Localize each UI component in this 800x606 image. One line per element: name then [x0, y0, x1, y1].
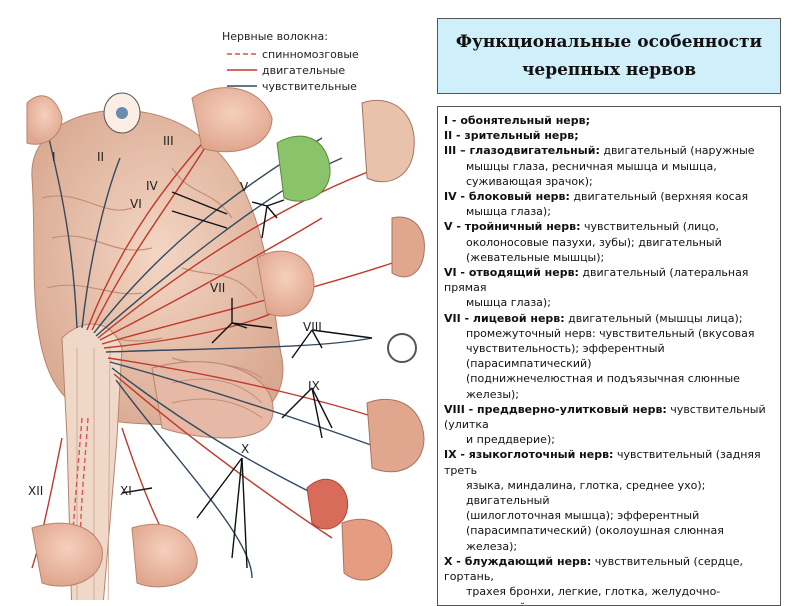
nerve-name: VII - лицевой нерв:	[444, 311, 565, 325]
label-VI: VI	[130, 197, 142, 211]
nerve-name: IV - блоковый нерв:	[444, 190, 570, 204]
label-III: III	[163, 134, 174, 148]
nerve-function-line: околоносовые пазухи, зубы); двигательный	[466, 235, 722, 249]
legend-label-motor: двигательные	[262, 64, 345, 77]
nerve-entry: I - обонятельный нерв;	[444, 113, 776, 128]
nerve-function: двигательный (верхняя косая	[569, 190, 749, 204]
nerve-function: чувствительный (сердце, гортань,	[444, 554, 743, 584]
organ-illustrations	[26, 87, 425, 588]
nerve-name: V - тройничный нерв:	[444, 220, 581, 234]
nerve-function: двигательный (наружные	[599, 144, 755, 158]
nerve-function-line: (поднижнечелюстная и подъязычная слюнные…	[466, 372, 740, 401]
nerve-function-line: (шилоглоточная мышца); эфферентный	[466, 509, 700, 523]
nerve-entry: VI - отводящий нерв: двигательный (латер…	[444, 265, 776, 311]
label-IX: IX	[308, 379, 320, 393]
nerve-entry: VII - лицевой нерв: двигательный (мышцы …	[444, 311, 776, 402]
label-VIII: VIII	[303, 320, 322, 334]
slide-title-line-2: черепных нервов	[521, 60, 697, 80]
nerve-function-line: языка, миндалина, глотка, среднее ухо); …	[466, 478, 706, 508]
nerve-function-line: мышца глаза);	[466, 296, 551, 310]
nerve-entry: II - зрительный нерв;	[444, 128, 776, 143]
nerve-function-line: мышцы глаза, ресничная мышца и мышца,	[466, 159, 717, 173]
nerve-function: двигательный (мышцы лица);	[564, 311, 743, 325]
label-II: II	[97, 150, 104, 164]
label-VII: VII	[210, 281, 225, 295]
nerve-function-line: (парасимпатический) (околоушная слюнная …	[466, 524, 724, 553]
nerve-function-line: трахея бронхи, легкие, глотка, желудочно…	[466, 585, 721, 605]
nerve-function-line: чувствительность); эфферентный (парасимп…	[466, 342, 665, 371]
label-X: X	[241, 442, 249, 456]
nerve-function-line: и преддверие);	[466, 433, 555, 447]
nerve-function-line: промежуточный нерв: чувствительный (вкус…	[466, 326, 755, 340]
nerve-name: X - блуждающий нерв:	[444, 554, 592, 568]
nerve-function: чувствительный (лицо,	[580, 220, 719, 234]
brain-drawing	[31, 109, 284, 600]
label-pointers	[121, 191, 373, 569]
nerve-name: IX - языкоглоточный нерв:	[444, 448, 614, 462]
nerve-function-line: (жевательные мышцы);	[466, 250, 605, 264]
nerve-name: I - обонятельный нерв;	[444, 114, 591, 127]
nerve-function: чувствительный (задняя треть	[444, 448, 761, 477]
slide-title-line-1: Функциональные особенности	[455, 32, 763, 52]
legend-label-sensory: чувствительные	[262, 80, 357, 93]
nerve-entry: X - блуждающий нерв: чувствительный (сер…	[444, 554, 776, 605]
nerve-entry: V - тройничный нерв: чувствительный (лиц…	[444, 219, 776, 265]
nerve-entry: VIII - преддверно-улитковый нерв: чувств…	[444, 402, 776, 448]
label-XI: XI	[120, 484, 132, 498]
label-V: V	[240, 180, 249, 194]
cranial-nerves-illustration: I II III IV V VI VII VIII IX X XI XII Не…	[22, 18, 430, 600]
nerve-name: VI - отводящий нерв:	[444, 266, 579, 280]
nerve-entry: III – глазодвигательный: двигательный (н…	[444, 143, 776, 189]
nerve-name: II - зрительный нерв;	[444, 129, 579, 143]
nerve-function-line: суживающая зрачок);	[466, 174, 593, 188]
nerve-entry: IX - языкоглоточный нерв: чувствительный…	[444, 447, 776, 553]
label-I: I	[52, 150, 56, 164]
nerve-function-line: мышца глаза);	[466, 205, 551, 219]
nerve-name: III – глазодвигательный:	[444, 144, 600, 158]
label-IV: IV	[146, 179, 159, 193]
fiber-legend: Нервные волокна: спинномозговые двигател…	[222, 30, 359, 93]
nerve-entry: IV - блоковый нерв: двигательный (верхня…	[444, 189, 776, 219]
legend-title: Нервные волокна:	[222, 30, 328, 43]
nerve-description-panel: I - обонятельный нерв; II - зрительный не…	[437, 106, 781, 606]
nerve-function: чувствительный (улитка	[444, 402, 766, 432]
label-XII: XII	[28, 484, 43, 498]
nerve-fibers	[31, 127, 408, 579]
nerve-name: VIII - преддверно-улитковый нерв:	[444, 402, 667, 416]
legend-label-spinal: спинномозговые	[262, 48, 359, 61]
nerve-function: двигательный (латеральная прямая	[444, 266, 749, 295]
slide-title-box: Функциональные особенности черепных нерв…	[437, 18, 781, 94]
